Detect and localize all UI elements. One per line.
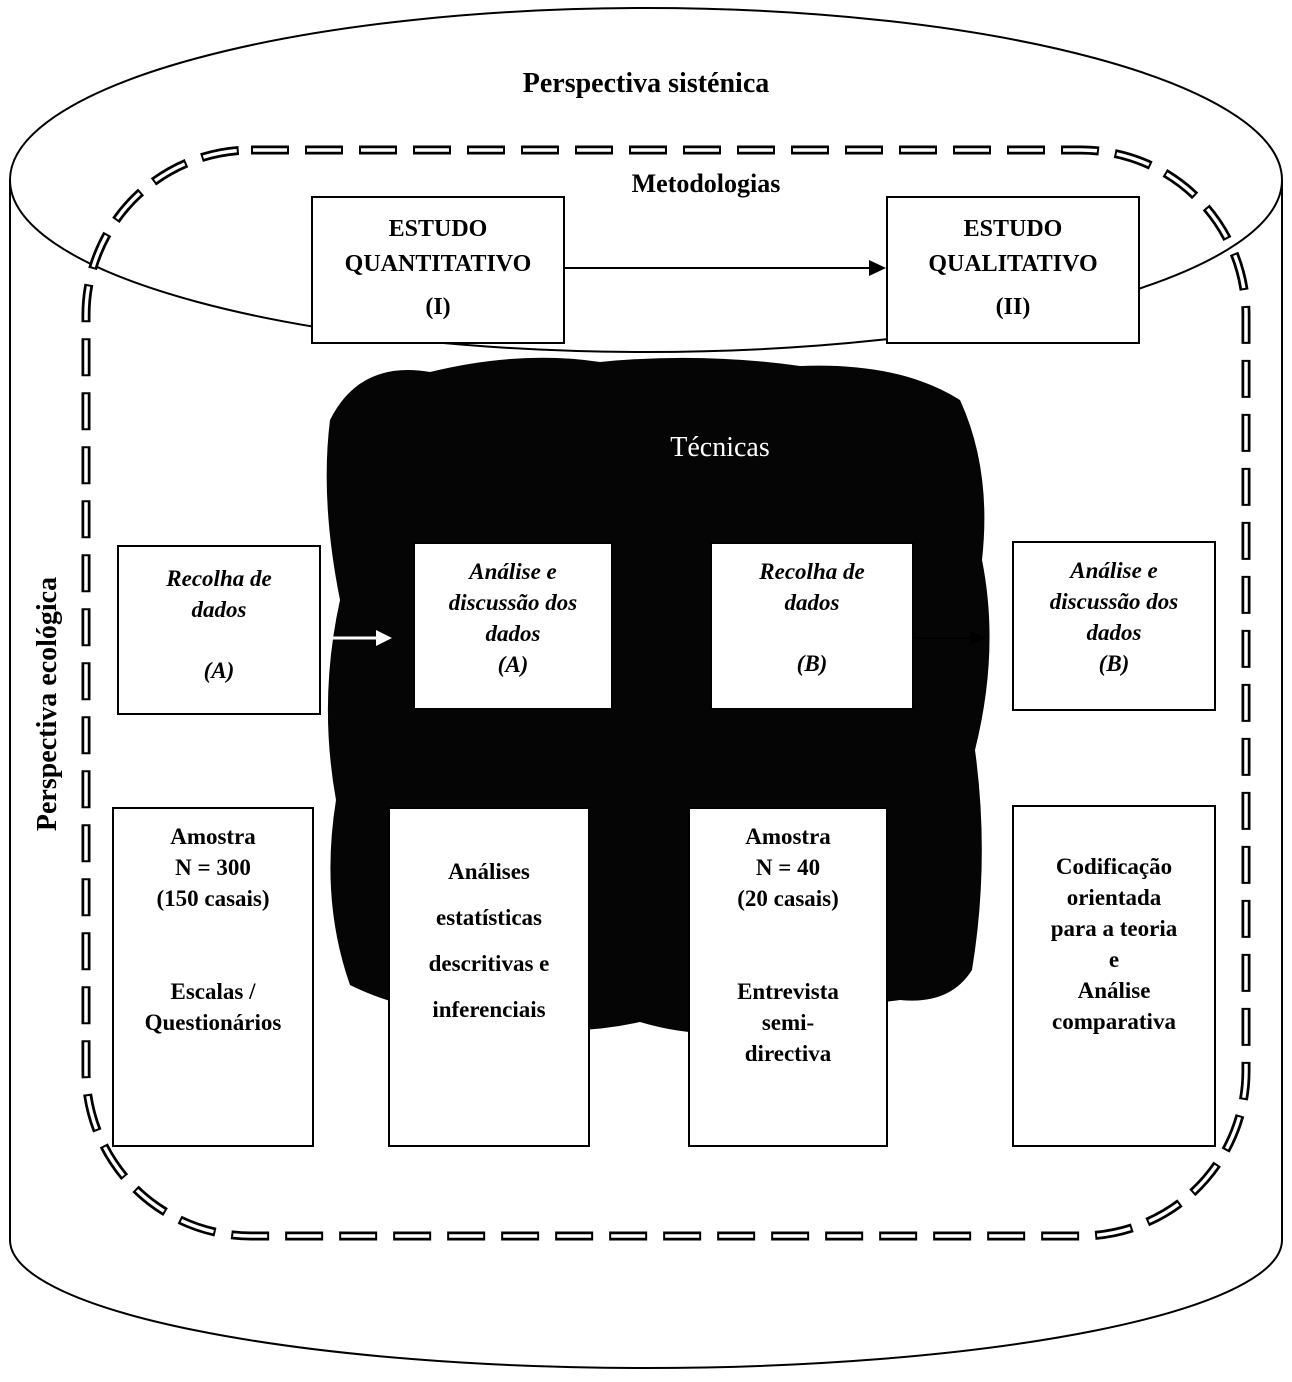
methodologies-label: Metodologias — [631, 169, 781, 198]
analysis-a-line1: Análise e — [469, 559, 557, 584]
stats-line4: inferenciais — [432, 997, 546, 1022]
analysis-b-line1: Análise e — [1070, 558, 1158, 583]
analysis-b-line2: discussão dos — [1049, 589, 1179, 615]
sample-b-box: Amostra N = 40 (20 casais) Entrevista se… — [688, 807, 888, 1147]
coding-box: Codificação orientada para a teoria e An… — [1012, 805, 1216, 1147]
analysis-a-box: Análise e discussão dos dados (A) — [413, 542, 613, 710]
sample-a-line5: Questionários — [144, 1010, 282, 1036]
sample-b-line6: directiva — [744, 1041, 832, 1067]
coding-line2: orientada — [1066, 885, 1162, 911]
collect-b-line2: dados — [784, 590, 840, 616]
collect-a-line1: Recolha de — [166, 566, 272, 591]
sample-b-spacer — [690, 914, 886, 976]
sample-b-line1: Amostra — [745, 824, 831, 849]
sample-a-line1: Amostra — [170, 824, 256, 849]
quantitative-study-box: ESTUDO QUANTITATIVO (I) — [311, 196, 565, 344]
quantitative-number: (I) — [425, 294, 451, 320]
analysis-a-line2: discussão dos — [448, 590, 578, 616]
qualitative-line2: QUALITATIVO — [928, 251, 1098, 277]
cylinder-top-ellipse — [9, 7, 1283, 353]
sample-b-line5: semi- — [761, 1010, 815, 1036]
collect-b-line1: Recolha de — [759, 559, 865, 584]
analysis-b-box: Análise e discussão dos dados (B) — [1012, 541, 1216, 711]
sample-a-line3: (150 casais) — [156, 886, 270, 912]
collect-a-line2: dados — [191, 597, 247, 623]
collect-b-tag: (B) — [796, 651, 828, 677]
sample-b-line4: Entrevista — [737, 979, 839, 1005]
sample-a-spacer — [114, 914, 312, 976]
stats-line1: Análises — [448, 859, 530, 884]
analysis-a-line3: dados — [485, 621, 541, 647]
arrow-head-collect-a — [376, 630, 392, 646]
collect-data-a-box: Recolha de dados (A) — [117, 545, 321, 715]
sample-a-box: Amostra N = 300 (150 casais) Escalas / Q… — [112, 807, 314, 1147]
sample-b-line2: N = 40 — [755, 855, 821, 881]
stats-line2: estatísticas — [435, 905, 543, 930]
qualitative-study-box: ESTUDO QUALITATIVO (II) — [886, 196, 1140, 344]
analysis-a-tag: (A) — [497, 652, 529, 678]
qualitative-line1: ESTUDO — [963, 216, 1063, 242]
systemic-perspective-title: Perspectiva sisténica — [522, 68, 770, 99]
sample-a-line4: Escalas / — [170, 979, 256, 1005]
coding-line1: Codificação — [1055, 854, 1173, 879]
arrow-head-collect-b — [970, 631, 986, 645]
coding-line4: e — [1108, 947, 1120, 973]
stats-line3: descritivas e — [428, 951, 550, 976]
sample-a-line2: N = 300 — [175, 855, 251, 881]
quantitative-line1: ESTUDO — [388, 216, 488, 242]
sample-b-line3: (20 casais) — [737, 886, 839, 912]
qualitative-number: (II) — [995, 294, 1031, 320]
collect-a-tag: (A) — [203, 658, 235, 684]
collect-data-b-box: Recolha de dados (B) — [710, 542, 914, 710]
analysis-b-line3: dados — [1086, 620, 1142, 646]
coding-line3: para a teoria — [1050, 916, 1178, 942]
coding-line5: Análise — [1077, 978, 1151, 1004]
ecological-perspective-label: Perspectiva ecológica — [32, 576, 63, 832]
coding-line6: comparativa — [1052, 1009, 1176, 1035]
cylinder-body — [9, 180, 1283, 1369]
statistics-box: Análises estatísticas descritivas e infe… — [388, 807, 590, 1147]
quantitative-line2: QUANTITATIVO — [344, 251, 532, 277]
techniques-label: Técnicas — [670, 432, 770, 463]
arrow-head-quant-to-qual — [869, 260, 886, 276]
analysis-b-tag: (B) — [1098, 651, 1130, 677]
